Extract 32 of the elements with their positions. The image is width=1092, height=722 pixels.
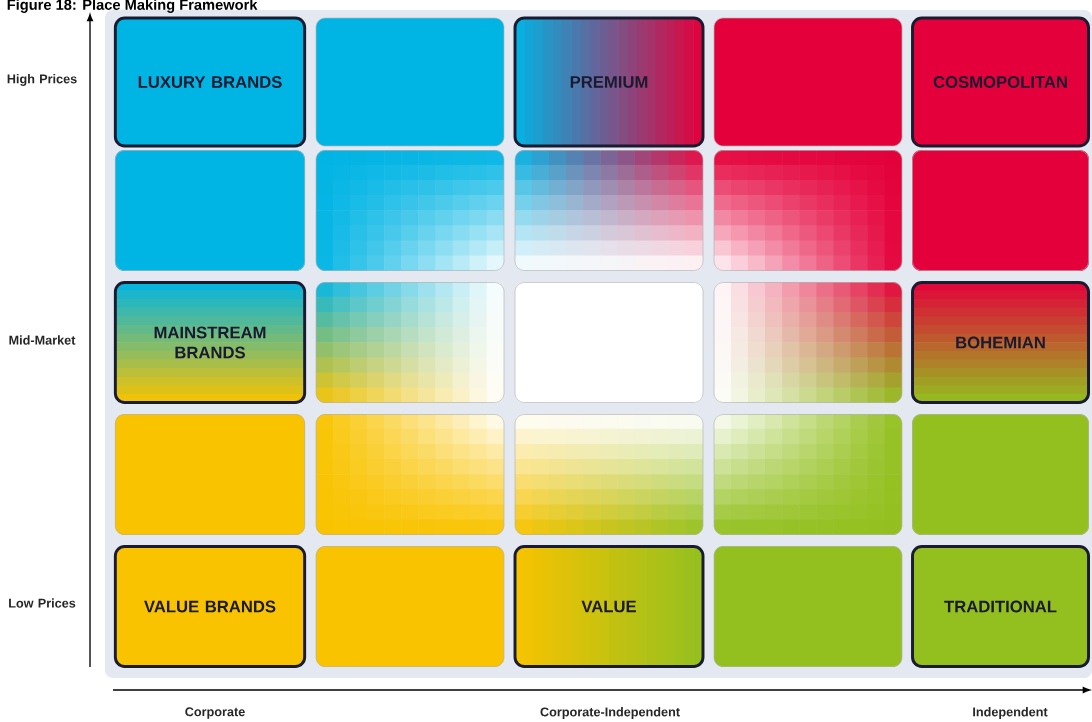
grid-cell: [315, 414, 505, 535]
grid-cell: [115, 414, 305, 535]
grid-cell: [514, 150, 704, 271]
grid-cell: [713, 414, 903, 535]
framework-cell: LUXURY BRANDS: [113, 16, 307, 148]
grid-cell: [713, 150, 903, 271]
grid-cell: [912, 414, 1089, 535]
grid-cell: [315, 282, 505, 403]
grid-cell: [713, 282, 903, 403]
axis-label: High Prices: [7, 74, 77, 86]
grid-cell: [315, 150, 505, 271]
framework-cell: MAINSTREAM BRANDS: [113, 281, 307, 404]
grid-cell: [713, 546, 903, 667]
framework-cell: VALUE BRANDS: [113, 545, 307, 668]
grid-cell: [514, 414, 704, 535]
framework-cell: BOHEMIAN: [911, 281, 1090, 404]
axis-label: Independent: [973, 707, 1048, 719]
axis-label: Corporate: [185, 707, 245, 719]
title: Figure 18: Place Making Framework: [7, 0, 258, 13]
grid-cell: [713, 17, 903, 147]
framework-cell: COSMOPOLITAN: [911, 16, 1090, 148]
framework-cell: PREMIUM: [513, 16, 705, 148]
grid-cell: [315, 546, 505, 667]
framework-cell: VALUE: [513, 545, 705, 668]
framework-cell: TRADITIONAL: [911, 545, 1090, 668]
axis-label: Low Prices: [9, 598, 76, 608]
axis-label: Mid-Market: [9, 335, 76, 345]
axis-label: Corporate-Independent: [540, 707, 680, 719]
grid-cell: [115, 150, 305, 271]
grid-cell: [912, 150, 1089, 271]
grid-cell: [315, 17, 505, 147]
grid-cell: [514, 282, 704, 403]
